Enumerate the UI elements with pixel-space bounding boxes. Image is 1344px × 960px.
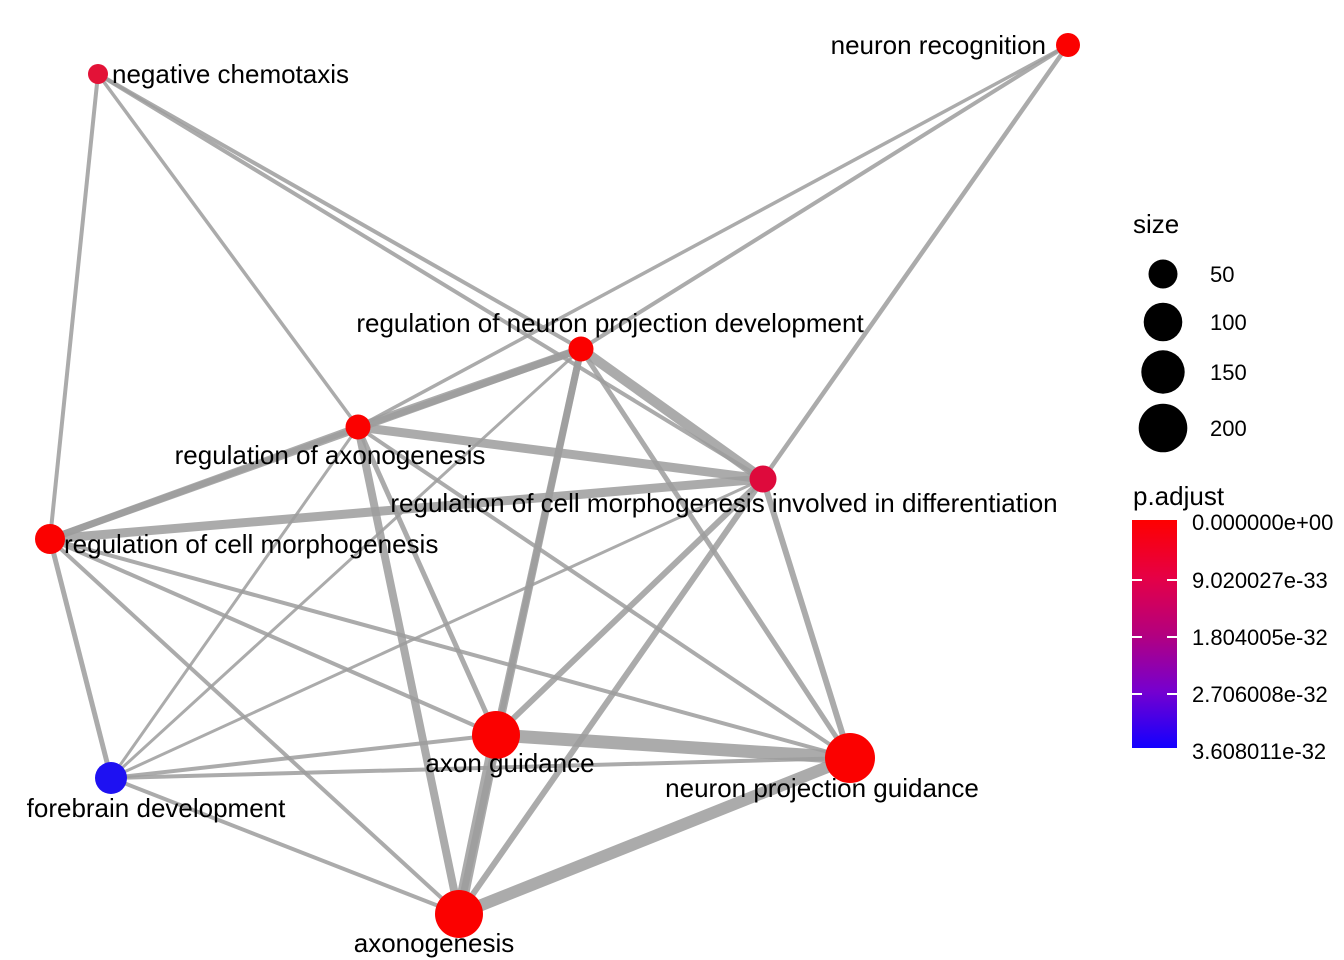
edge-negative_chemotaxis--reg_cell_morphogenesis (48, 73, 100, 540)
edge-reg_axonogenesis--neuron_projection_guidance (356, 425, 852, 760)
edge-reg_cell_morph_diff--axonogenesis (456, 477, 766, 916)
padjust-legend: p.adjust 0.000000e+00 9.020027e-33 1.80400… (1132, 481, 1333, 764)
edge-forebrain_development--axonogenesis (110, 776, 460, 916)
size-legend-circle-200 (1138, 403, 1188, 453)
node-reg_cell_morph_diff (749, 465, 777, 493)
edge-reg_axonogenesis--reg_cell_morphogenesis (48, 423, 360, 543)
node-forebrain_development (95, 762, 127, 794)
padjust-label-4: 3.608011e-32 (1192, 739, 1326, 764)
node-label-negative_chemotaxis: negative chemotaxis (112, 59, 349, 89)
edge-reg_axonogenesis--forebrain_development (109, 426, 360, 779)
node-label-reg_axonogenesis: regulation of axonogenesis (175, 440, 486, 470)
size-legend-circle-50 (1148, 259, 1178, 289)
nodes-layer (35, 33, 1080, 938)
padjust-label-0: 0.000000e+00 (1192, 510, 1333, 535)
node-neuron_projection_guidance (825, 733, 875, 783)
edge-reg_neuron_projection_dev--forebrain_development (109, 347, 583, 780)
edge-neuron_projection_guidance--axonogenesis (456, 752, 853, 920)
edge-reg_cell_morphogenesis--axon_guidance (49, 537, 497, 737)
node-reg_cell_morphogenesis (35, 524, 65, 554)
node-label-reg_cell_morph_diff: regulation of cell morphogenesis involve… (390, 488, 1057, 518)
edge-axon_guidance--neuron_projection_guidance (495, 728, 851, 765)
padjust-ticks (1132, 579, 1177, 695)
node-label-neuron_recognition: neuron recognition (831, 30, 1046, 60)
size-legend-value-100: 100 (1210, 310, 1247, 335)
size-legend-items: 50 100 150 200 (1138, 259, 1247, 453)
node-labels-layer: negative chemotaxis neuron recognition reg… (27, 30, 1058, 958)
node-label-neuron_projection_guidance: neuron projection guidance (665, 773, 979, 803)
edge-reg_neuron_projection_dev--reg_cell_morph_diff (578, 344, 766, 484)
size-legend-circle-150 (1141, 350, 1185, 394)
padjust-label-1: 9.020027e-33 (1192, 568, 1328, 593)
node-reg_neuron_projection_dev (568, 336, 594, 362)
edge-reg_cell_morph_diff--forebrain_development (110, 477, 764, 780)
node-label-axonogenesis: axonogenesis (354, 928, 514, 958)
size-legend-circle-100 (1143, 302, 1183, 342)
edge-forebrain_development--neuron_projection_guidance (110, 756, 851, 780)
edge-negative_chemotaxis--reg_axonogenesis (96, 72, 360, 429)
edge-reg_axonogenesis--axon_guidance (355, 425, 499, 737)
node-negative_chemotaxis (88, 64, 108, 84)
padjust-label-2: 1.804005e-32 (1192, 625, 1328, 650)
edge-negative_chemotaxis--reg_cell_morph_diff (96, 72, 765, 481)
size-legend-value-50: 50 (1210, 262, 1234, 287)
edge-reg_cell_morphogenesis--axonogenesis (48, 537, 461, 916)
node-reg_axonogenesis (345, 414, 371, 440)
node-label-forebrain_development: forebrain development (27, 793, 286, 823)
padjust-label-3: 2.706008e-32 (1192, 682, 1328, 707)
padjust-labels: 0.000000e+00 9.020027e-33 1.804005e-32 2.70… (1192, 510, 1333, 764)
node-label-reg_neuron_projection_dev: regulation of neuron projection developm… (356, 308, 864, 338)
edge-reg_cell_morph_diff--neuron_projection_guidance (760, 478, 853, 759)
edges-layer (47, 43, 1070, 920)
node-label-axon_guidance: axon guidance (425, 748, 594, 778)
size-legend-value-200: 200 (1210, 416, 1247, 441)
edge-neuron_recognition--reg_neuron_projection_dev (579, 43, 1070, 351)
node-axon_guidance (472, 711, 520, 759)
edge-reg_cell_morph_diff--reg_cell_morphogenesis (49, 474, 764, 544)
size-legend-title: size (1133, 209, 1179, 239)
edge-reg_neuron_projection_dev--neuron_projection_guidance (578, 347, 853, 760)
edge-neuron_recognition--reg_axonogenesis (357, 43, 1069, 429)
padjust-colorbar (1132, 520, 1177, 748)
edge-reg_cell_morphogenesis--forebrain_development (47, 538, 114, 779)
edge-axon_guidance--axonogenesis (453, 733, 502, 916)
size-legend-value-150: 150 (1210, 360, 1247, 385)
edge-neuron_recognition--reg_cell_morph_diff (761, 43, 1070, 481)
size-legend: size 50 100 150 200 (1133, 209, 1247, 453)
edge-reg_cell_morph_diff--axon_guidance (493, 476, 766, 738)
edge-negative_chemotaxis--reg_neuron_projection_dev (97, 72, 582, 351)
node-neuron_recognition (1056, 33, 1080, 57)
edge-reg_axonogenesis--reg_cell_morph_diff (357, 422, 764, 484)
edge-reg_cell_morphogenesis--neuron_projection_guidance (49, 537, 851, 760)
node-axonogenesis (435, 890, 483, 938)
padjust-legend-title: p.adjust (1133, 481, 1225, 511)
node-label-reg_cell_morphogenesis: regulation of cell morphogenesis (64, 529, 438, 559)
edge-forebrain_development--axon_guidance (110, 733, 497, 780)
